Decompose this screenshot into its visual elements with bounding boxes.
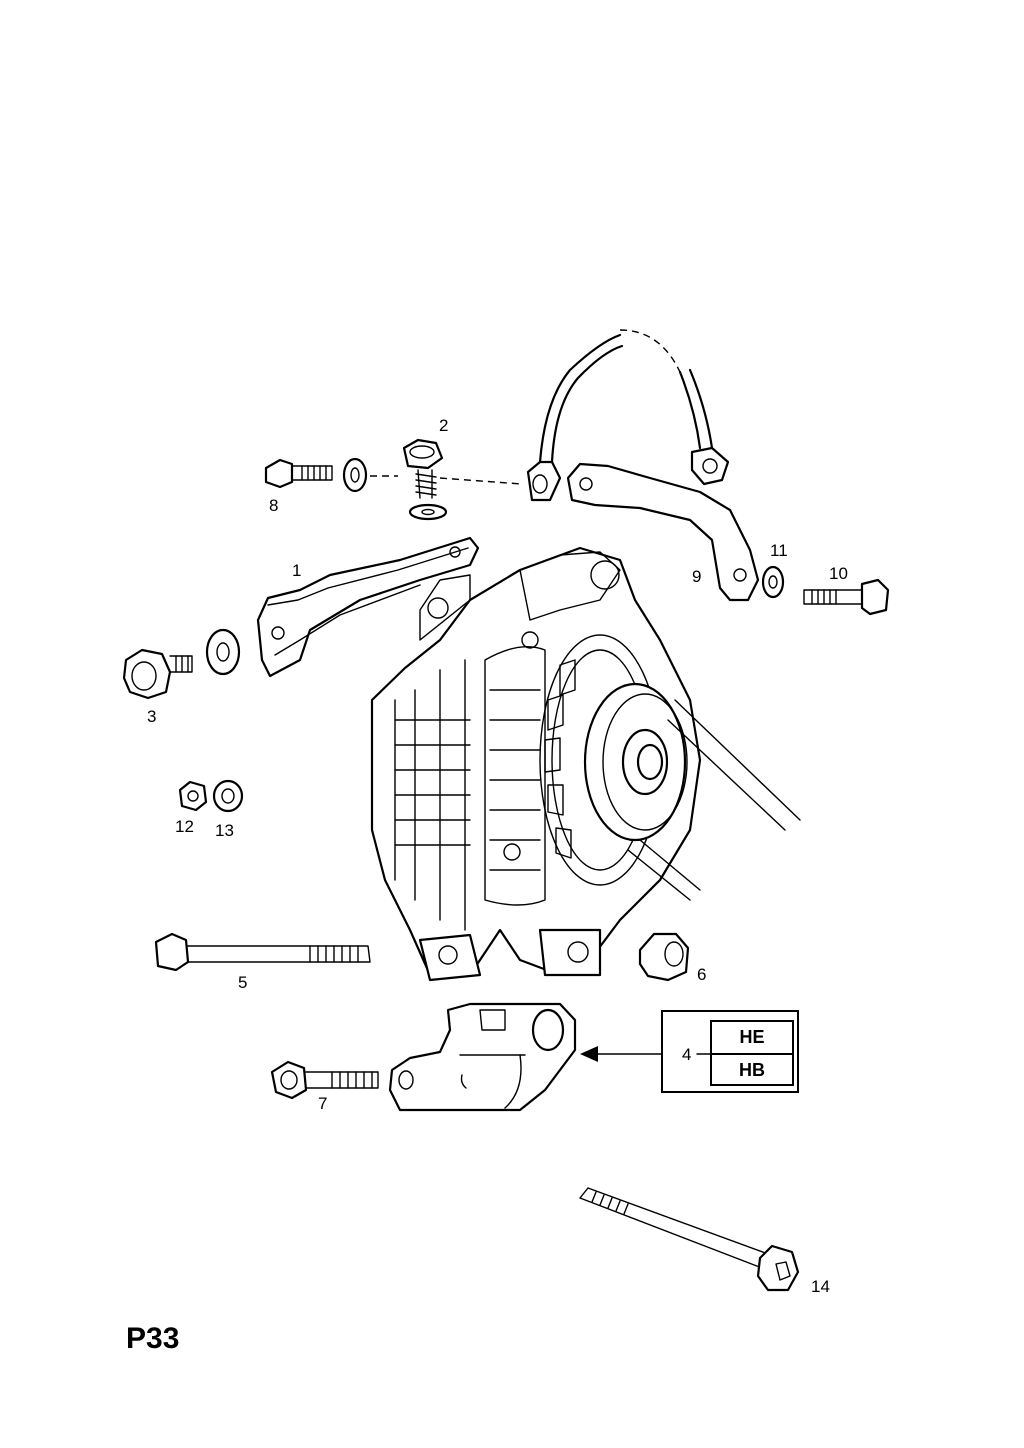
- callout-10: 10: [829, 564, 848, 583]
- callout-8: 8: [269, 496, 279, 515]
- upper-bracket-part-1: [256, 536, 480, 678]
- alignment-line: [370, 475, 523, 485]
- callout-9: 9: [692, 567, 702, 586]
- page-code: P33: [126, 1322, 180, 1355]
- bolt-part-7: [270, 1060, 379, 1100]
- callout-3: 3: [147, 707, 157, 726]
- callout-13: 13: [215, 821, 234, 840]
- nut-part-12: [178, 780, 208, 812]
- callout-4: 4: [682, 1045, 692, 1064]
- callout-2: 2: [439, 416, 449, 435]
- flange-nut-part-6: [638, 932, 690, 982]
- variant-hb: HB: [739, 1060, 765, 1080]
- washer-part-11: [761, 565, 785, 599]
- long-bolt-part-14: [579, 1187, 800, 1292]
- callout-5: 5: [238, 973, 248, 992]
- lock-washer-part-13: [212, 779, 244, 813]
- callout-1: 1: [292, 561, 302, 580]
- ground-cable: [526, 329, 730, 502]
- callout-12: 12: [175, 817, 194, 836]
- callout-14: 14: [811, 1277, 830, 1296]
- callout-7: 7: [318, 1094, 328, 1113]
- variant-he: HE: [712, 1022, 792, 1055]
- callout-6: 6: [697, 965, 707, 984]
- variant-table: HE HB: [710, 1020, 794, 1086]
- bolt-part-3: [122, 628, 241, 700]
- bolt-part-10: [803, 578, 890, 616]
- lower-bracket-part-4: [388, 1002, 577, 1112]
- long-bolt-part-5: [154, 932, 371, 972]
- callout-11: 11: [770, 541, 788, 560]
- bolt-part-8: [264, 457, 368, 493]
- bolt-part-2: [402, 438, 448, 521]
- arrow-head: [580, 1046, 598, 1062]
- strap-bracket-part-9: [566, 462, 760, 602]
- alternator-illustration: [370, 546, 801, 982]
- variant-reference-box: [661, 1010, 799, 1093]
